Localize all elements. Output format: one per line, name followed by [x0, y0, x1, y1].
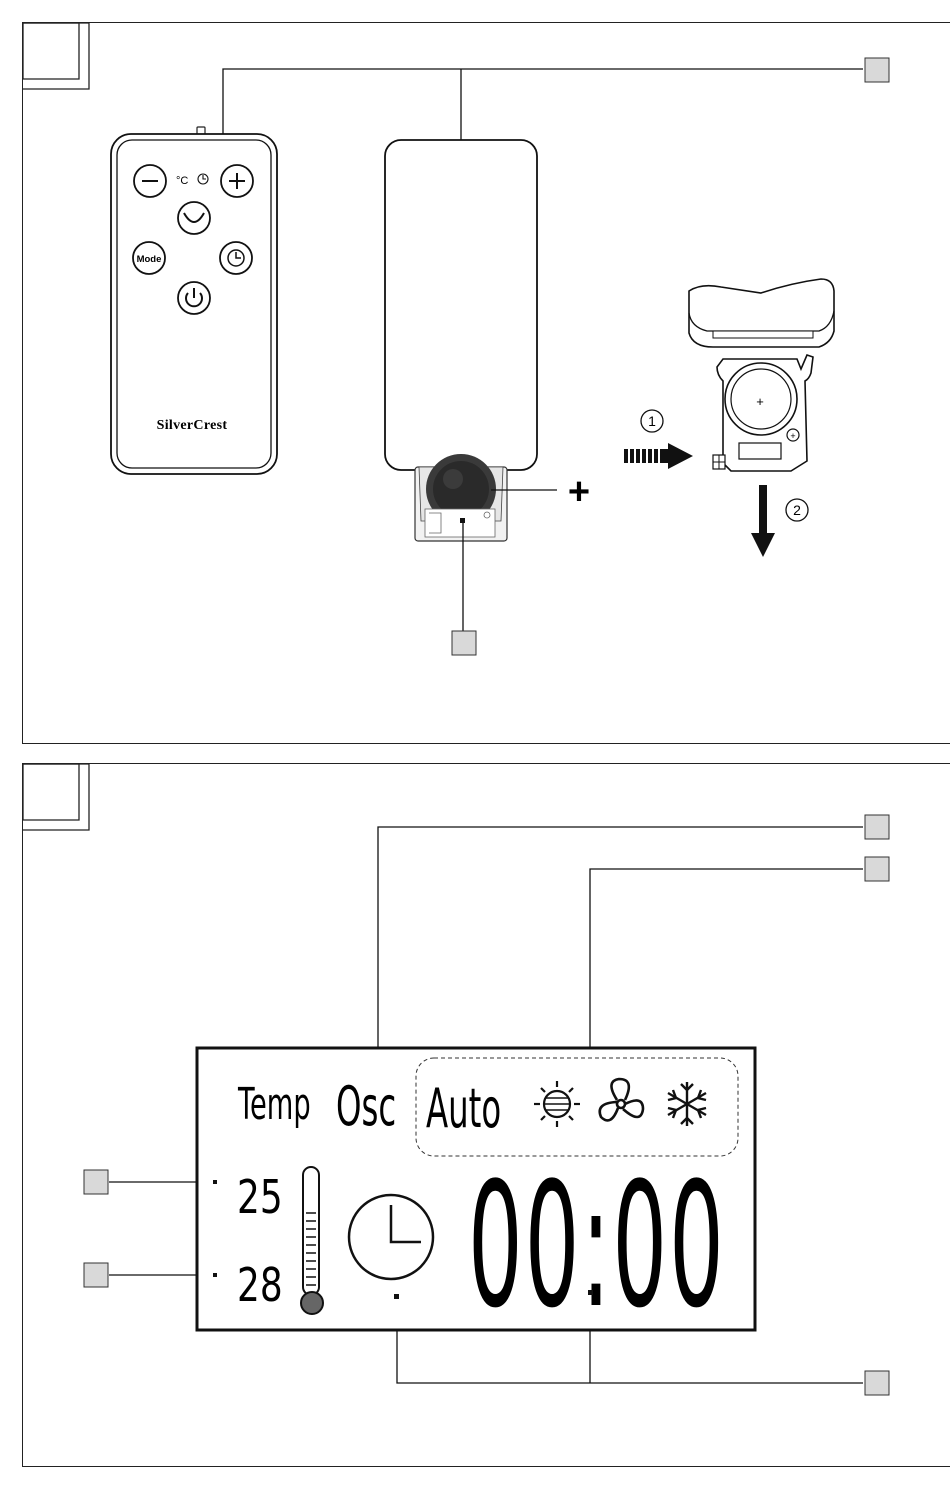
- callout-remote-ir: [223, 69, 863, 153]
- arrow-right-icon: [624, 443, 693, 469]
- remote-back-with-battery: [385, 140, 537, 541]
- remote-minus-button: [134, 165, 166, 197]
- battery-plus-sign: +: [568, 471, 590, 513]
- small-plus-label: +: [790, 431, 795, 441]
- timer-icon: [220, 242, 252, 274]
- temp-label: Temp: [237, 1078, 310, 1130]
- callout-box-top: [865, 58, 889, 82]
- callout-box-osc: [865, 815, 889, 839]
- figure-panel-1: °C Mode SilverCrest: [22, 22, 950, 744]
- remote-brand-logo: SilverCrest: [157, 418, 228, 433]
- remote-plus-button: [221, 165, 253, 197]
- osc-label: Osc: [336, 1076, 396, 1138]
- oscillate-icon: [178, 202, 210, 234]
- callout-box-room-temp: [84, 1263, 108, 1287]
- step-2-marker: 2: [786, 499, 808, 521]
- svg-text:1: 1: [648, 413, 656, 429]
- arrow-down-icon: [751, 485, 775, 557]
- svg-text:2: 2: [793, 502, 801, 518]
- figure-2-diagram: Temp Osc Auto: [23, 764, 950, 1466]
- battery-holder-detail: [689, 279, 834, 471]
- callout-box-battery: [452, 631, 476, 655]
- callout-box-set-temp: [84, 1170, 108, 1194]
- cell-plus-label: +: [756, 394, 764, 409]
- power-icon: [178, 282, 210, 314]
- figure-1-diagram: °C Mode SilverCrest: [23, 23, 950, 743]
- figure-panel-2: Temp Osc Auto: [22, 763, 950, 1467]
- remote-unit-label: °C: [176, 175, 188, 187]
- lcd-display: Temp Osc Auto: [197, 1048, 755, 1347]
- callout-box-modes: [865, 857, 889, 881]
- remote-mode-label: Mode: [137, 254, 162, 265]
- room-temperature-value: 28: [237, 1259, 283, 1313]
- auto-label: Auto: [426, 1078, 501, 1140]
- remote-control: °C Mode SilverCrest: [111, 127, 277, 474]
- set-temperature-value: 25: [237, 1171, 283, 1225]
- step-1-marker: 1: [641, 410, 663, 432]
- timer-value: 00:00: [468, 1147, 726, 1347]
- remote-mode-button: Mode: [133, 242, 165, 274]
- callout-box-timer: [865, 1371, 889, 1395]
